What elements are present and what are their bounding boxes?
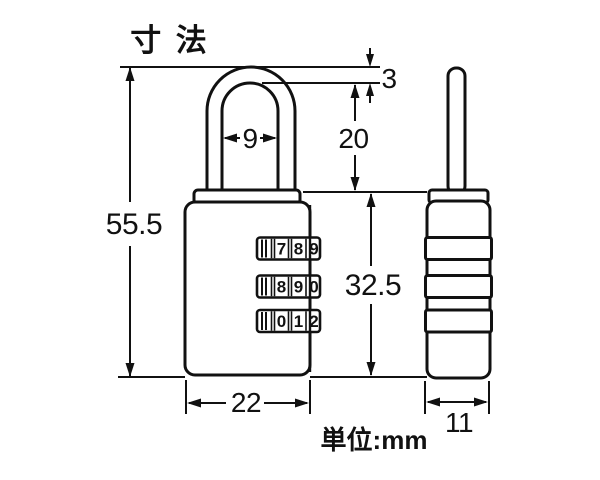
front-view: 7 8 9 8 9 0	[183, 65, 322, 377]
arrow-left	[187, 398, 201, 408]
combination-dial-2: 8 9 0	[255, 274, 322, 299]
arrow-down	[366, 362, 376, 376]
diagram-title: 寸 法	[130, 23, 210, 58]
side-dial-band-1	[424, 236, 493, 261]
arrow-left	[223, 133, 237, 143]
dim-body-height: 32.5	[345, 193, 402, 376]
dim-label-shackle-thickness: 3	[381, 63, 396, 94]
dial-digit: 9	[309, 240, 318, 259]
arrow-right	[474, 397, 488, 407]
dim-label-shackle-clearance: 20	[338, 123, 368, 154]
dim-label-body-height: 32.5	[345, 269, 401, 302]
dial-digit: 9	[294, 278, 303, 297]
dim-body-width: 22	[185, 380, 311, 418]
dim-label-body-depth: 11	[445, 407, 473, 438]
arrow-right	[263, 133, 277, 143]
extension-lines	[118, 66, 427, 378]
dial-digit: 8	[294, 240, 303, 259]
side-view	[424, 66, 493, 380]
dim-shackle-clearance: 20	[338, 84, 369, 191]
arrow-up	[125, 67, 135, 81]
combination-dial-3: 0 1 2	[255, 308, 322, 334]
dial-digit: 8	[277, 278, 286, 297]
arrow-up	[350, 84, 360, 98]
arrow-down	[125, 363, 135, 377]
dim-total-height: 55.5	[106, 67, 163, 377]
dim-shackle-thickness: 3	[366, 48, 397, 103]
shackle-inner	[220, 81, 280, 198]
arrow-right	[295, 398, 309, 408]
dial-digit: 0	[277, 312, 286, 331]
dim-shackle-inner-width: 9	[223, 123, 277, 154]
side-dial-band-3	[424, 308, 493, 334]
dim-label-body-width: 22	[231, 387, 261, 418]
side-shackle-rod	[446, 66, 467, 196]
dim-label-total-height: 55.5	[106, 208, 162, 241]
dial-digit: 1	[294, 312, 303, 331]
combination-dial-1: 7 8 9	[255, 236, 322, 261]
arrow-down	[366, 54, 374, 67]
unit-label: 単位:mm	[321, 425, 428, 455]
arrow-up	[366, 193, 376, 207]
arrow-down	[350, 177, 360, 191]
side-dial-band-2	[424, 274, 493, 299]
dial-digit: 7	[277, 240, 286, 259]
dial-digit: 0	[309, 278, 318, 297]
arrow-left	[426, 397, 440, 407]
dim-label-shackle-inner-width: 9	[242, 123, 257, 154]
dim-body-depth: 11	[424, 381, 490, 438]
dial-digit: 2	[309, 312, 318, 331]
arrow-up	[366, 83, 374, 96]
